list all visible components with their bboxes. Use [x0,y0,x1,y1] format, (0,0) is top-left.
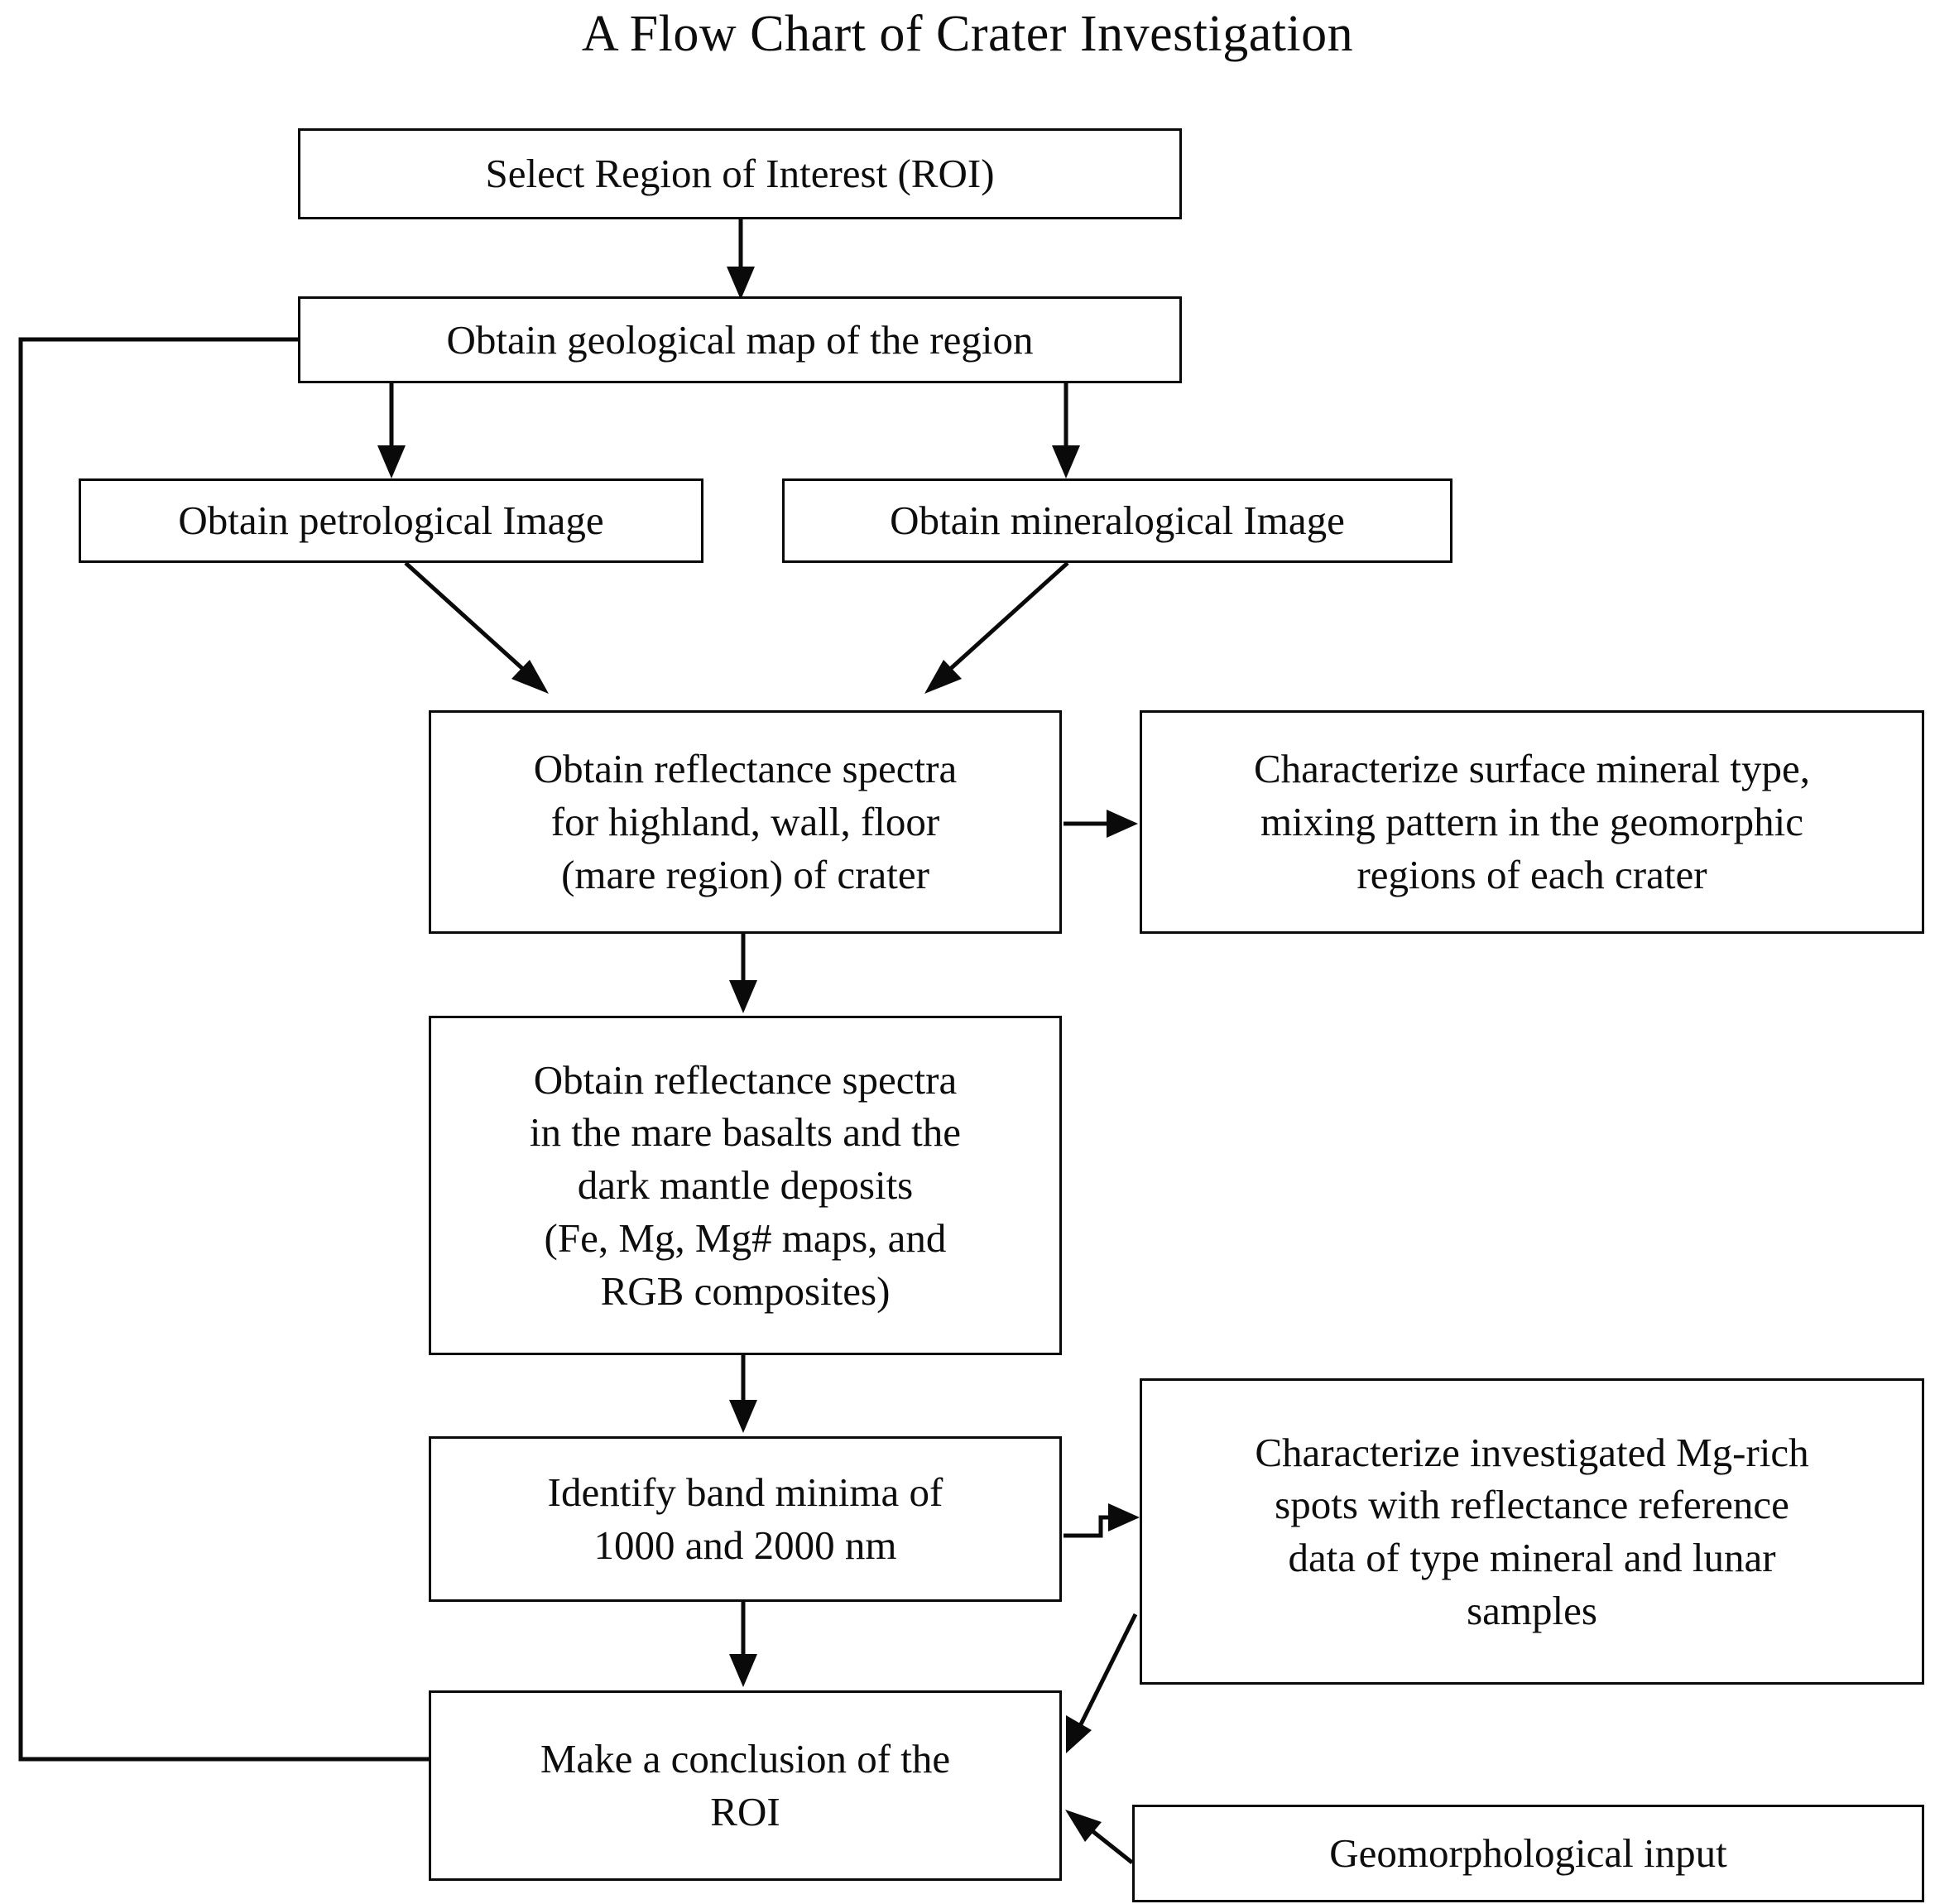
edge-band-minima-to-characterize-mgrich [1064,1503,1140,1538]
edge-spectra-regions-to-spectra-mare [729,934,757,1013]
node-obtain-reflectance-spectra-regions-label: Obtain reflectance spectra for highland,… [533,746,958,897]
node-select-roi[interactable]: Select Region of Interest (ROI) [298,128,1182,219]
edge-spectra-regions-to-characterize-surface [1064,810,1138,838]
edge-geomap-to-mineral [1052,383,1080,478]
edge-petro-to-spectra-regions [404,561,549,694]
node-obtain-petrological-image[interactable]: Obtain petrological Image [79,478,703,563]
edge-geomap-to-petro [377,383,406,478]
page-title: A Flow Chart of Crater Investigation [581,6,1354,62]
node-geomorphological-input-label: Geomorphological input [1329,1830,1727,1877]
node-obtain-reflectance-spectra-mare[interactable]: Obtain reflectance spectra in the mare b… [429,1016,1062,1355]
node-characterize-mgrich-spots-label: Characterize investigated Mg-rich spots … [1255,1429,1809,1633]
edge-roi-to-geomap [727,219,755,300]
node-geomorphological-input[interactable]: Geomorphological input [1132,1805,1924,1902]
node-characterize-mgrich-spots[interactable]: Characterize investigated Mg-rich spots … [1140,1378,1924,1685]
edge-characterize-mgrich-to-conclusion [1066,1613,1138,1753]
node-obtain-reflectance-spectra-regions[interactable]: Obtain reflectance spectra for highland,… [429,710,1062,934]
node-identify-band-minima-label: Identify band minima of 1000 and 2000 nm [547,1469,943,1568]
node-obtain-geological-map[interactable]: Obtain geological map of the region [298,296,1182,383]
node-make-conclusion[interactable]: Make a conclusion of the ROI [429,1690,1062,1881]
edge-geomorph-input-to-conclusion [1065,1810,1134,1864]
edge-band-minima-to-conclusion [729,1602,757,1687]
node-select-roi-label: Select Region of Interest (ROI) [485,151,995,197]
node-characterize-surface-mineral-label: Characterize surface mineral type, mixin… [1253,746,1810,897]
edge-spectra-mare-to-band-minima [729,1355,757,1433]
node-obtain-petrological-image-label: Obtain petrological Image [178,498,604,544]
node-characterize-surface-mineral[interactable]: Characterize surface mineral type, mixin… [1140,710,1924,934]
node-make-conclusion-label: Make a conclusion of the ROI [540,1736,951,1834]
edge-mineral-to-spectra-regions [924,561,1069,694]
node-identify-band-minima[interactable]: Identify band minima of 1000 and 2000 nm [429,1436,1062,1602]
node-obtain-geological-map-label: Obtain geological map of the region [446,316,1034,363]
node-obtain-reflectance-spectra-mare-label: Obtain reflectance spectra in the mare b… [529,1056,962,1314]
node-obtain-mineralogical-image[interactable]: Obtain mineralogical Image [782,478,1452,563]
node-obtain-mineralogical-image-label: Obtain mineralogical Image [890,498,1345,544]
